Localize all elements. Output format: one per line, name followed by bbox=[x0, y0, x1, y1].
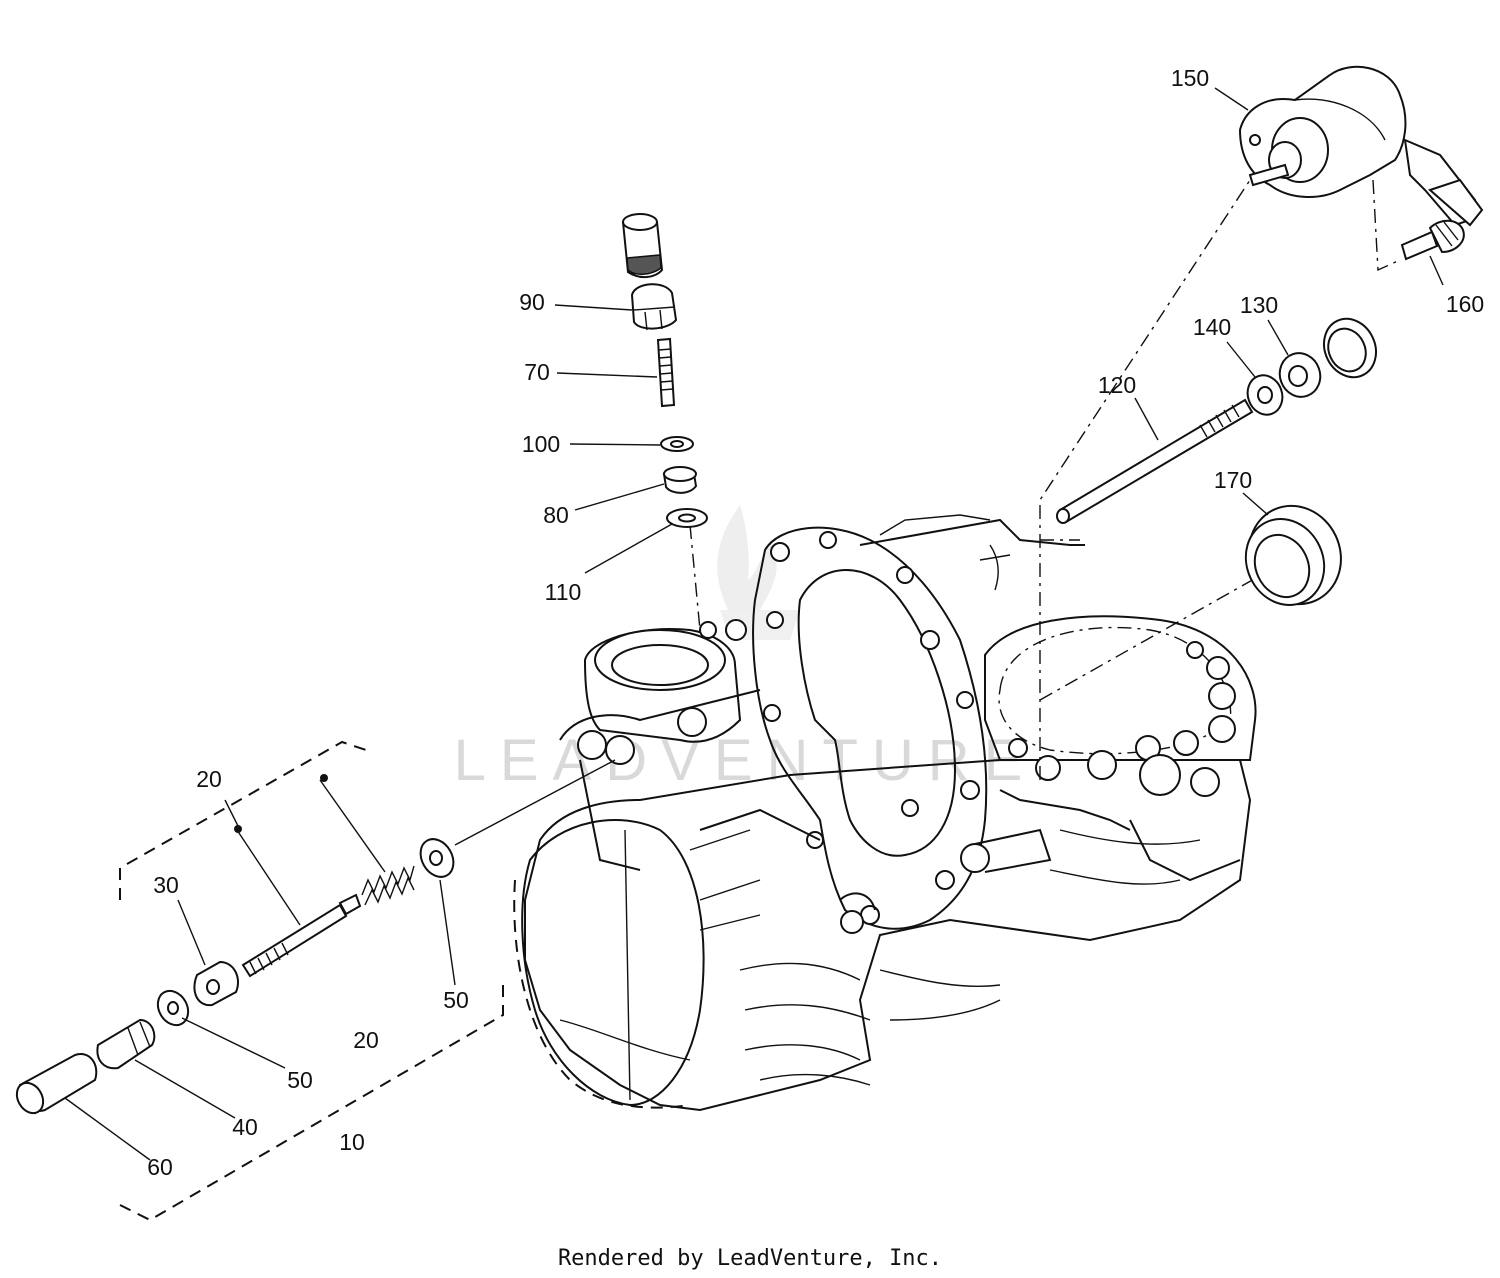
callout-10: 10 bbox=[339, 1129, 365, 1155]
callout-20-top: 20 bbox=[196, 766, 222, 792]
part-150-sensor bbox=[1238, 65, 1484, 227]
part-170-seal bbox=[1244, 504, 1342, 606]
part-adjust-screw bbox=[241, 893, 362, 978]
callout-30: 30 bbox=[153, 872, 179, 898]
part-30-nut bbox=[193, 960, 239, 1007]
part-60-cap bbox=[15, 1053, 98, 1115]
callout-110: 110 bbox=[545, 579, 582, 605]
leader-lines bbox=[64, 87, 1444, 1161]
part-50-washer-left bbox=[156, 989, 190, 1027]
callout-140: 140 bbox=[1193, 314, 1231, 340]
callout-120: 120 bbox=[1098, 372, 1136, 398]
part-100-washer bbox=[660, 436, 694, 452]
part-120-shaft bbox=[1056, 398, 1254, 524]
callout-50-right: 50 bbox=[443, 987, 469, 1013]
callout-90: 90 bbox=[519, 289, 545, 315]
part-160-bolt bbox=[1400, 219, 1465, 261]
callout-50-left: 50 bbox=[287, 1067, 313, 1093]
part-140-washer bbox=[1246, 374, 1284, 416]
callout-60: 60 bbox=[147, 1154, 173, 1180]
part-90-nut bbox=[630, 283, 678, 331]
watermark-text: LEADVENTURE bbox=[454, 728, 1037, 793]
part-50-washer-right bbox=[419, 838, 455, 878]
callout-20-bottom: 20 bbox=[353, 1027, 379, 1053]
part-80-nut bbox=[662, 466, 698, 494]
part-40-nut bbox=[96, 1018, 156, 1070]
part-70-stud bbox=[656, 337, 676, 408]
callout-130: 130 bbox=[1240, 292, 1278, 318]
callout-170: 170 bbox=[1214, 467, 1252, 493]
part-cap-top bbox=[621, 213, 664, 278]
callout-70: 70 bbox=[524, 359, 550, 385]
assembly-bracket bbox=[119, 740, 504, 1222]
center-lines bbox=[454, 179, 1401, 846]
callout-160: 160 bbox=[1446, 291, 1484, 317]
watermark-logo bbox=[717, 505, 800, 640]
part-110-washer bbox=[666, 508, 708, 528]
callout-80: 80 bbox=[543, 502, 569, 528]
footer-credit: Rendered by LeadVenture, Inc. bbox=[558, 1246, 942, 1271]
part-spring bbox=[361, 865, 415, 906]
engine-casing bbox=[513, 514, 1257, 1112]
part-130-nut bbox=[1278, 352, 1322, 398]
part-seal-top bbox=[1323, 317, 1377, 379]
callout-40: 40 bbox=[232, 1114, 258, 1140]
callout-100: 100 bbox=[522, 431, 560, 457]
callout-150: 150 bbox=[1171, 65, 1209, 91]
